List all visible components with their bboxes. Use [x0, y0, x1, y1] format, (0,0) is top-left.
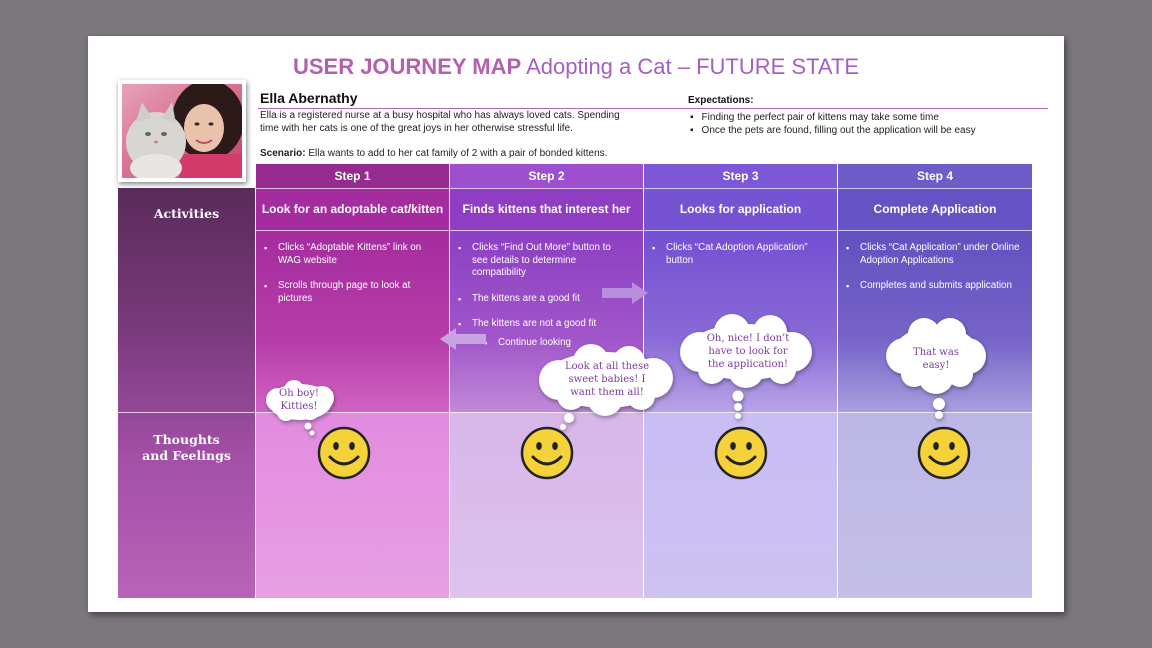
persona-photo-illustration	[122, 84, 242, 178]
grid-divider	[449, 164, 450, 598]
step-2-header: Step 2	[450, 164, 643, 188]
list-item: Clicks “Find Out More” button to see det…	[458, 242, 626, 280]
expectations-list: Finding the perfect pair of kittens may …	[688, 111, 976, 137]
step-4-bullet-list: Clicks “Cat Application” under Online Ad…	[846, 242, 1022, 306]
smiley-face-icon	[317, 426, 371, 480]
scenario-label: Scenario:	[260, 148, 306, 159]
step-3-activity-title: Looks for application	[644, 188, 837, 230]
persona-bio: Ella is a registered nurse at a busy hos…	[260, 110, 620, 134]
thought-line: the application!	[708, 359, 788, 370]
scenario-text: Ella wants to add to her cat family of 2…	[305, 148, 608, 159]
thought-text: Look at all these sweet babies! I want t…	[545, 360, 669, 399]
grid-divider	[256, 230, 1032, 231]
thought-line: That was	[913, 347, 959, 358]
thought-text: Oh boy! Kitties!	[264, 387, 334, 413]
list-item: Clicks “Cat Adoption Application” button	[652, 242, 828, 267]
step-2-activity-title: Finds kittens that interest her	[450, 188, 643, 230]
smiley-face-icon	[714, 426, 768, 480]
thought-line: easy!	[922, 360, 950, 371]
arrow-left-icon	[440, 328, 486, 350]
list-item: Completes and submits application	[846, 280, 1022, 293]
cloud-icon	[680, 314, 812, 419]
persona-photo	[118, 80, 246, 182]
list-item: Scrolls through page to look at pictures	[264, 280, 442, 305]
thought-bubble-step-3: Oh, nice! I don’t have to look for the a…	[676, 312, 820, 424]
step-3-header: Step 3	[644, 164, 837, 188]
cloud-icon	[266, 380, 334, 436]
expectations-title: Expectations:	[688, 95, 754, 106]
cloud-icon	[886, 318, 986, 419]
header-divider	[258, 108, 1048, 109]
page-title: USER JOURNEY MAP Adopting a Cat – FUTURE…	[88, 54, 1064, 80]
thought-line: Kitties!	[280, 401, 318, 412]
persona-name: Ella Abernathy	[260, 90, 358, 106]
thoughts-label-line1: Thoughts	[153, 432, 220, 447]
thought-line: sweet babies! I	[568, 374, 646, 385]
thought-line: Oh, nice! I don’t	[706, 333, 790, 344]
thought-line: want them all!	[570, 387, 644, 398]
step-4-header: Step 4	[838, 164, 1032, 188]
list-item: The kittens are not a good fit	[458, 318, 626, 331]
list-item: Clicks “Cat Application” under Online Ad…	[846, 242, 1022, 267]
thought-line: Oh boy!	[279, 388, 319, 399]
persona-scenario: Scenario: Ella wants to add to her cat f…	[260, 148, 660, 159]
title-strong: USER JOURNEY MAP	[292, 54, 522, 79]
grid-divider	[837, 164, 838, 598]
list-item: The kittens are a good fit	[458, 293, 626, 306]
grid-divider	[118, 412, 1032, 413]
arrow-right-icon	[602, 282, 648, 304]
step-3-bullet-list: Clicks “Cat Adoption Application” button	[652, 242, 828, 280]
journey-grid: Activities Thoughts and Feelings Step 1 …	[118, 164, 1032, 598]
grid-divider	[256, 188, 1032, 189]
thought-line: Look at all these	[564, 361, 650, 372]
slide: USER JOURNEY MAP Adopting a Cat – FUTURE…	[88, 36, 1064, 612]
thought-bubble-step-1: Oh boy! Kitties!	[264, 380, 338, 442]
grid-divider	[255, 164, 256, 598]
thought-line: have to look for	[708, 346, 788, 357]
thought-bubble-step-4: That was easy!	[884, 316, 988, 428]
thought-bubble-step-2: Look at all these sweet babies! I want t…	[533, 340, 679, 434]
step-1-bullet-list: Clicks “Adoptable Kittens” link on WAG w…	[264, 242, 442, 318]
step-4-activity-title: Complete Application	[838, 188, 1032, 230]
step-1-activity-title: Look for an adoptable cat/kitten	[256, 188, 449, 230]
thought-text: That was easy!	[888, 346, 984, 372]
list-item: Clicks “Adoptable Kittens” link on WAG w…	[264, 242, 442, 267]
step-1-header: Step 1	[256, 164, 449, 188]
title-rest: Adopting a Cat – FUTURE STATE	[526, 54, 860, 79]
cloud-icon	[539, 344, 673, 430]
expectation-item: Finding the perfect pair of kittens may …	[688, 111, 976, 124]
thought-text: Oh, nice! I don’t have to look for the a…	[686, 332, 810, 371]
expectation-item: Once the pets are found, filling out the…	[688, 124, 976, 137]
thoughts-label-line2: and Feelings	[142, 448, 231, 463]
row-label-activities: Activities	[153, 206, 220, 221]
smiley-face-icon	[520, 426, 574, 480]
row-label-column	[118, 188, 255, 598]
smiley-face-icon	[917, 426, 971, 480]
row-label-thoughts: Thoughts and Feelings	[118, 432, 255, 464]
